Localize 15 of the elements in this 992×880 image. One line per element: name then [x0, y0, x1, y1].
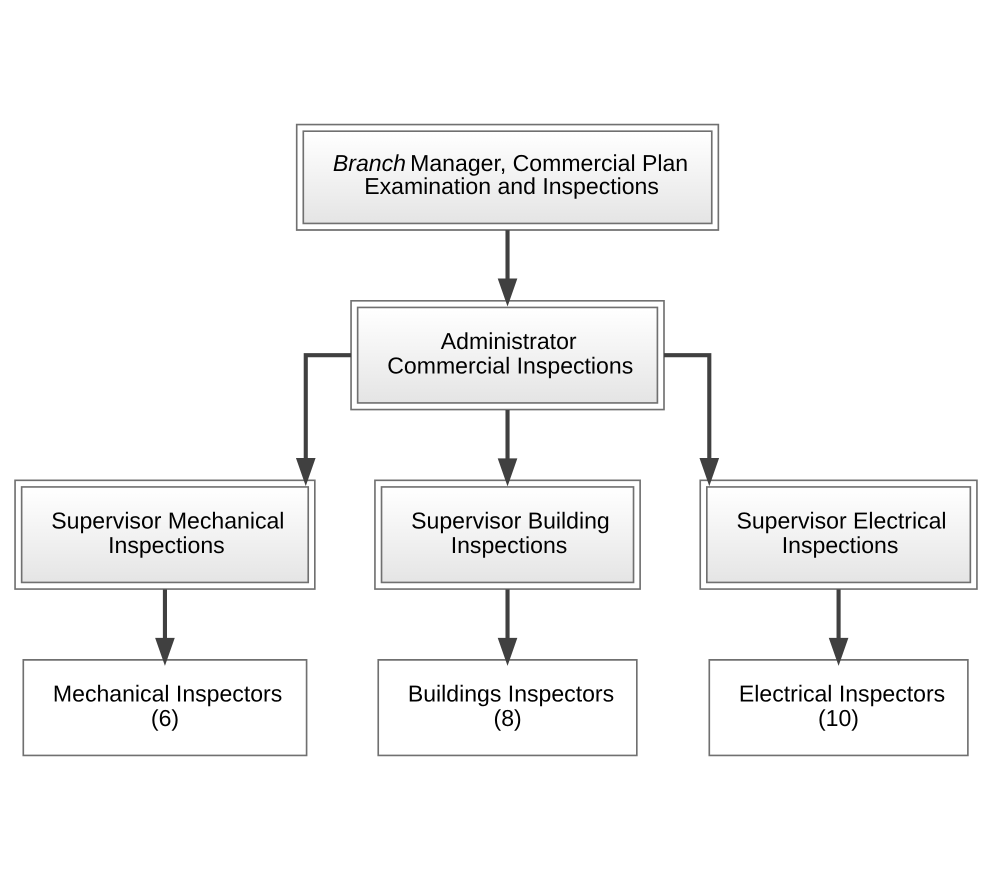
arrow [155, 589, 175, 666]
arrow [664, 353, 720, 486]
arrow [498, 230, 518, 307]
arrow [296, 353, 352, 486]
node-box: Buildings Inspectors (8) [377, 659, 638, 756]
arrow [498, 589, 518, 666]
node-box: Branch Manager, Commercial Plan Examination and Inspections [296, 124, 720, 231]
node-box: Supervisor Building Inspections [374, 480, 641, 590]
node-box: Administrator Commercial Inspections [350, 300, 665, 410]
node-box: Supervisor Electrical Inspections [699, 480, 978, 590]
node-box: Mechanical Inspectors (6) [22, 659, 308, 756]
arrow [498, 410, 518, 486]
node-box: Supervisor Mechanical Inspections [14, 480, 316, 590]
node-box: Electrical Inspectors (10) [708, 659, 969, 756]
arrow [828, 589, 848, 666]
